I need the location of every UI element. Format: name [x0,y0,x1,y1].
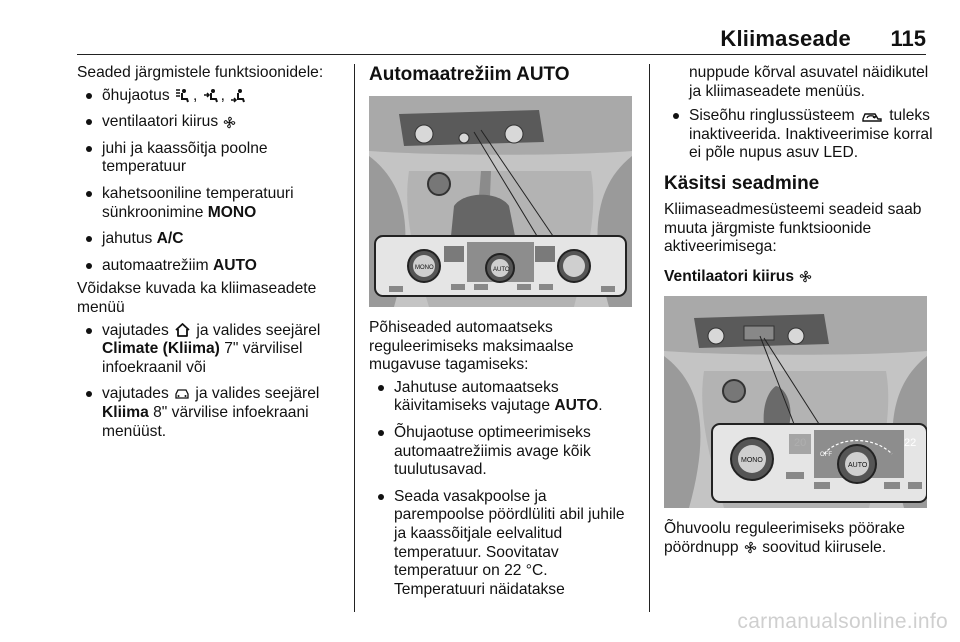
column-divider [649,64,650,612]
list-item: Õhujaotuse optimeerimiseks automaatrežii… [369,424,635,480]
auto-list: Jahutuse automaatseks käivitamiseks vaju… [369,379,635,600]
menu-intro-text: Võidakse kuvada ka kliimaseadete menüü [77,280,317,316]
air-distribution-face-icon [203,88,218,103]
list-item: vajutades ja valides seejärel Kliima 8" … [77,385,347,441]
column-2: Automaatrežiim AUTO 20 22 MONO AUTO [369,64,635,607]
fan-icon [224,116,236,128]
subheading: Ventilaatori kiirus [664,268,936,287]
air-distribution-feet-icon [231,88,246,103]
page-title: Kliimaseade [720,26,851,51]
list-item: Siseõhu ringlussüsteem tuleks inaktiveer… [664,107,936,163]
continued-text: nuppude kõrval asuvatel näidikutel ja kl… [689,64,929,100]
section-heading: Automaatrežiim AUTO [369,64,570,85]
page-number: 115 [890,26,927,51]
watermark: carmanualsonline.info [737,610,948,633]
section-heading: Käsitsi seadmine [664,172,820,194]
list-item: Seada vasakpoolse ja parempoolse pöördlü… [369,488,635,600]
list-item: ventilaatori kiirus [77,113,347,132]
panel-label-off: OFF [820,452,832,458]
home-icon [175,323,190,338]
air-recirculation-icon [862,113,882,122]
column-3: nuppude kõrval asuvatel näidikutel ja kl… [664,64,936,558]
list-item: vajutades ja valides seejärel Climate (K… [77,322,347,378]
column-1: Seaded järgmistele funktsioonidele: õhuj… [77,64,347,449]
column-divider [354,64,355,612]
intro-text: Seaded järgmistele funktsioonidele: [77,64,324,81]
fan-icon [744,542,757,554]
air-distribution-windscreen-icon [175,88,189,103]
list-item: kahetsooniline temperatuuri sünkroonimin… [77,185,347,222]
list-item: Jahutuse automaatseks käivitamiseks vaju… [369,379,635,416]
page-header: Kliimaseade 115 [77,26,926,55]
list-item: automaatrežiim AUTO [77,257,347,276]
panel-button-mono: MONO [741,457,763,464]
list-item: õhujaotus , , [77,87,347,106]
panel-button-auto: AUTO [493,267,510,273]
climate-panel-auto-photo: 20 22 MONO AUTO [369,96,632,307]
list-item: jahutus A/C [77,230,347,249]
climate-panel-fan-photo: 20 22 OFF MONO AUTO [664,296,927,509]
panel-button-auto: AUTO [848,462,868,469]
list-item: juhi ja kaassõitja poolne temperatuur [77,140,347,177]
manual-intro-text: Kliimaseadmesüsteemi seadeid saab muuta … [664,200,922,256]
feature-list: õhujaotus , , ventilaatori kiirus juhi j… [77,87,347,276]
menu-list: vajutades ja valides seejärel Climate (K… [77,322,347,442]
fan-caption: Õhuvoolu reguleerimiseks pöörake pöördnu… [664,520,905,556]
fan-icon [800,270,812,283]
panel-button-mono: MONO [415,265,434,271]
panel-temp-right: 22 [904,437,916,449]
recirc-list: Siseõhu ringlussüsteem tuleks inaktiveer… [664,107,936,163]
auto-intro-text: Põhiseaded automaatseks reguleerimiseks … [369,319,574,374]
car-icon [175,389,189,399]
